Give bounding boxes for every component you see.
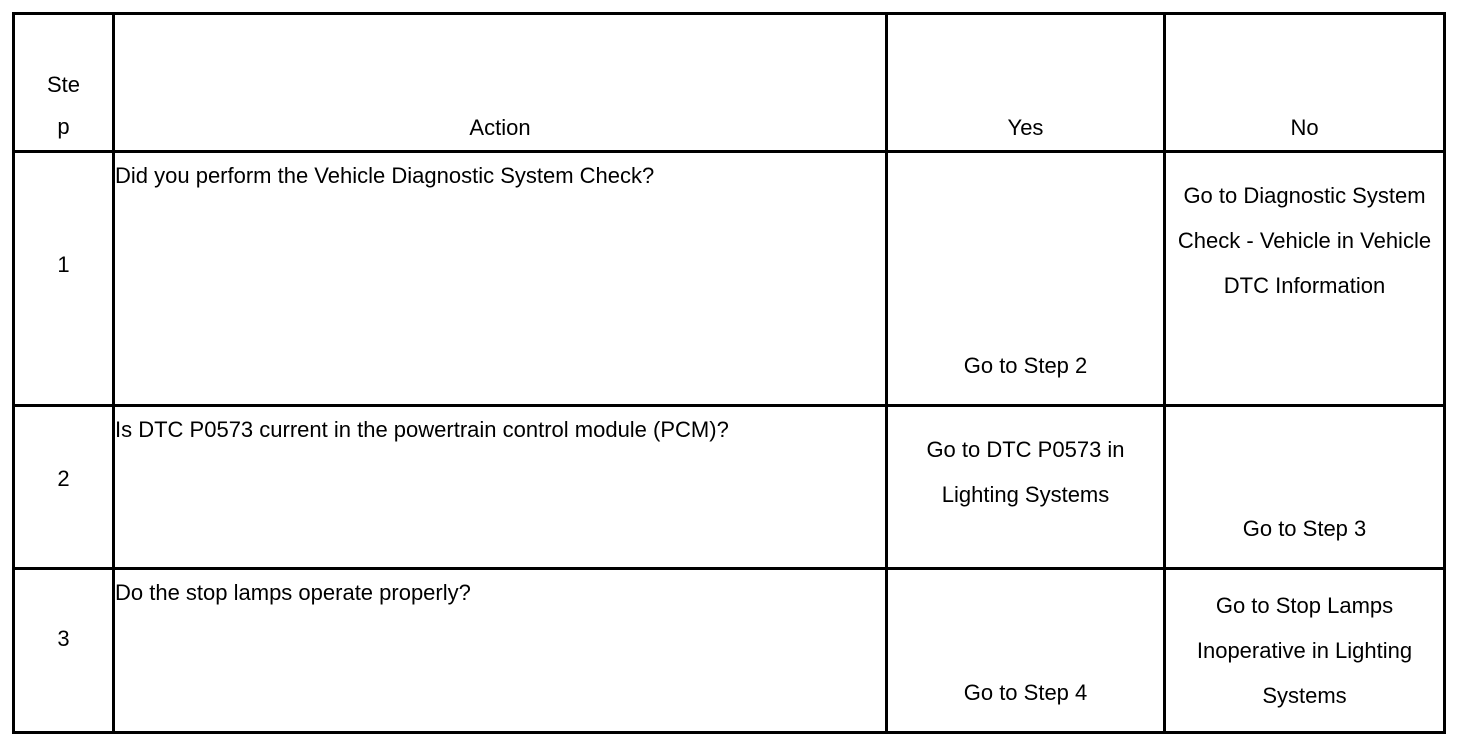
yes-branch-cell: Go to Step 2	[885, 150, 1166, 407]
table-row: 2 Is DTC P0573 current in the powertrain…	[12, 404, 1446, 570]
yes-branch-cell: Go to Step 4	[885, 567, 1166, 734]
column-header-action: Action	[112, 12, 888, 153]
column-header-yes-label: Yes	[1007, 115, 1044, 140]
no-branch-cell: Go to Step 3	[1163, 404, 1446, 570]
no-branch-cell: Go to Diagnostic System Check - Vehicle …	[1163, 150, 1446, 407]
column-header-action-label: Action	[469, 115, 531, 140]
yes-branch-text: Go to Step 2	[963, 353, 1088, 378]
action-text: Do the stop lamps operate properly?	[115, 580, 471, 605]
column-header-no-label: No	[1290, 115, 1319, 140]
step-number: 1	[57, 252, 70, 277]
action-text: Did you perform the Vehicle Diagnostic S…	[115, 163, 655, 188]
yes-branch-text: Go to DTC P0573 in Lighting Systems	[926, 437, 1125, 507]
no-branch-text: Go to Step 3	[1242, 516, 1367, 541]
step-number-cell: 1	[12, 150, 115, 407]
no-branch-text: Go to Diagnostic System Check - Vehicle …	[1177, 183, 1432, 298]
action-text: Is DTC P0573 current in the powertrain c…	[115, 417, 729, 442]
column-header-no: No	[1163, 12, 1446, 153]
table-row: 1 Did you perform the Vehicle Diagnostic…	[12, 150, 1446, 407]
action-cell: Is DTC P0573 current in the powertrain c…	[112, 404, 888, 570]
no-branch-cell: Go to Stop Lamps Inoperative in Lighting…	[1163, 567, 1446, 734]
column-header-step: Step	[12, 12, 115, 153]
step-number-cell: 3	[12, 567, 115, 734]
table-header-row: Step Action Yes No	[12, 12, 1446, 153]
step-number: 3	[57, 626, 70, 651]
table-row: 3 Do the stop lamps operate properly? Go…	[12, 567, 1446, 734]
yes-branch-cell: Go to DTC P0573 in Lighting Systems	[885, 404, 1166, 570]
diagnostic-step-table: Step Action Yes No 1 Did yo	[12, 12, 1446, 734]
action-cell: Did you perform the Vehicle Diagnostic S…	[112, 150, 888, 407]
yes-branch-text: Go to Step 4	[963, 680, 1088, 705]
table-body: 1 Did you perform the Vehicle Diagnostic…	[12, 150, 1446, 734]
column-header-yes: Yes	[885, 12, 1166, 153]
column-header-step-label: Step	[46, 72, 81, 139]
step-number: 2	[57, 465, 70, 491]
no-branch-text: Go to Stop Lamps Inoperative in Lighting…	[1196, 593, 1413, 708]
table-header: Step Action Yes No	[12, 12, 1446, 153]
step-number-cell: 2	[12, 404, 115, 570]
action-cell: Do the stop lamps operate properly?	[112, 567, 888, 734]
